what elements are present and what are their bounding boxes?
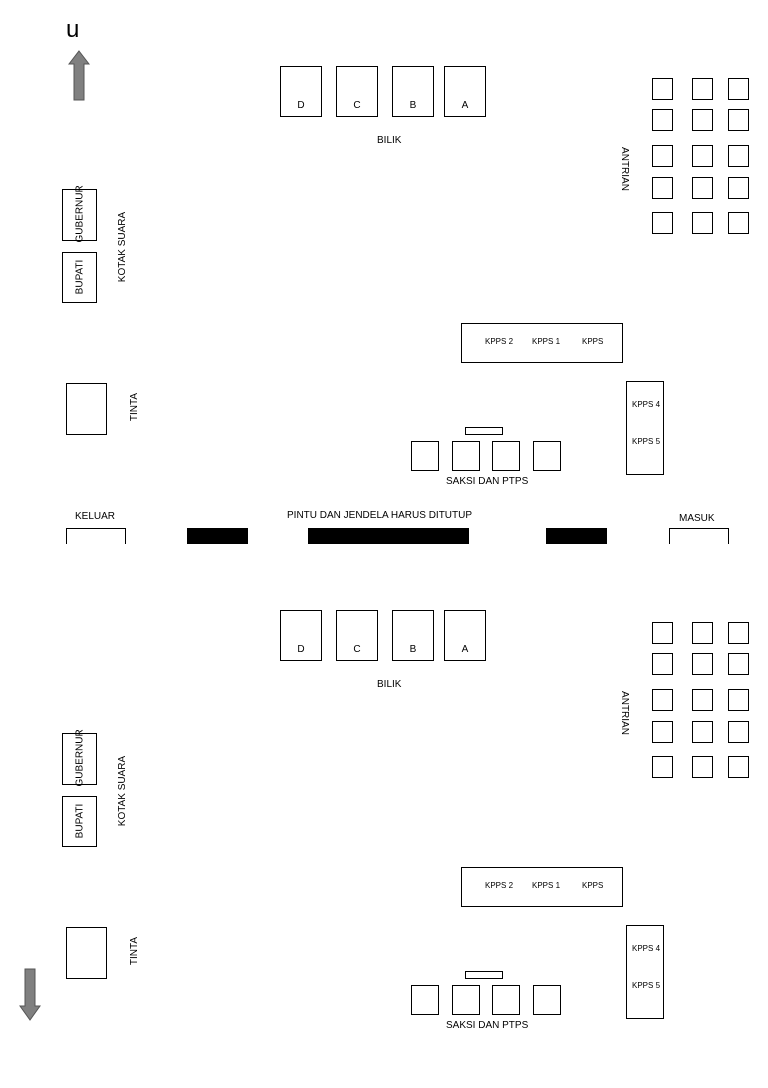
exit-door (66, 528, 126, 544)
queue-seat (728, 177, 749, 199)
witness-label: SAKSI DAN PTPS (446, 1020, 529, 1031)
witness-seat (533, 441, 561, 471)
queue-seat (652, 653, 673, 675)
kpps-table: KPPS 2 KPPS 1 KPPS (461, 867, 623, 907)
queue-seat (652, 212, 673, 234)
ink-table (66, 927, 107, 979)
witness-seat (452, 985, 480, 1015)
queue-label: ANTRIAN (619, 147, 630, 191)
queue-seat (728, 756, 749, 778)
witness-table (465, 971, 503, 979)
queue-seat (728, 689, 749, 711)
queue-seat (652, 689, 673, 711)
queue-seat (692, 109, 713, 131)
witness-seat (411, 441, 439, 471)
kpps-table: KPPS 2 KPPS 1 KPPS (461, 323, 623, 363)
ballot-box-bupati: BUPATI (62, 252, 97, 303)
notice-label: PINTU DAN JENDELA HARUS DITUTUP (287, 510, 473, 521)
queue-seat (692, 689, 713, 711)
queue-seat (692, 212, 713, 234)
booth-d: D (280, 610, 322, 661)
ballot-box-bupati: BUPATI (62, 796, 97, 847)
layout-primary: D C B A BILIK ANTRIAN GUBERNUR BUPATI KO… (62, 66, 749, 544)
booth-c: C (336, 66, 378, 117)
kpps-side-table: KPPS 4 KPPS 5 (626, 925, 664, 1019)
queue-seat (692, 78, 713, 100)
queue-seat (728, 622, 749, 644)
ballot-box-label: KOTAK SUARA (117, 755, 128, 827)
witness-seat (492, 441, 520, 471)
booth-a: A (444, 66, 486, 117)
queue-seat (692, 721, 713, 743)
queue-seat (728, 109, 749, 131)
queue-seat (728, 145, 749, 167)
queue-seat (728, 653, 749, 675)
queue-seat (652, 78, 673, 100)
queue-seat (652, 145, 673, 167)
booth-caption: BILIK (377, 679, 402, 690)
queue-seat (728, 78, 749, 100)
queue-seat (652, 109, 673, 131)
down-arrow-icon (19, 968, 41, 1021)
booth-caption: BILIK (377, 135, 402, 146)
queue-seat (692, 756, 713, 778)
entry-door (669, 528, 729, 544)
queue-seat (692, 622, 713, 644)
ballot-box-label: KOTAK SUARA (117, 211, 128, 283)
queue-seat (692, 145, 713, 167)
entry-label: MASUK (679, 513, 715, 524)
witness-seat (533, 985, 561, 1015)
layout-secondary: D C B A BILIK ANTRIAN GUBERNUR BUPATI KO… (0, 544, 768, 1088)
queue-seat (652, 622, 673, 644)
queue-seat (652, 177, 673, 199)
witness-seat (492, 985, 520, 1015)
witness-seat (452, 441, 480, 471)
queue-seat (692, 653, 713, 675)
north-label: u (66, 16, 80, 43)
queue-seat (652, 756, 673, 778)
ballot-box-gubernur: GUBERNUR (62, 729, 97, 787)
ink-table (66, 383, 107, 435)
booth-d: D (280, 66, 322, 117)
booth-a: A (444, 610, 486, 661)
kpps-side-table: KPPS 4 KPPS 5 (626, 381, 664, 475)
queue-seat (728, 212, 749, 234)
queue-label: ANTRIAN (619, 691, 630, 735)
ink-label: TINTA (129, 392, 140, 422)
exit-label: KELUAR (75, 511, 116, 522)
ballot-box-gubernur: GUBERNUR (62, 185, 97, 243)
ink-label: TINTA (129, 936, 140, 966)
window (187, 528, 248, 544)
window (546, 528, 607, 544)
witness-table (465, 427, 503, 435)
booth-c: C (336, 610, 378, 661)
window (308, 528, 469, 544)
witness-seat (411, 985, 439, 1015)
witness-label: SAKSI DAN PTPS (446, 476, 529, 487)
queue-seat (692, 177, 713, 199)
booth-b: B (392, 66, 434, 117)
booth-b: B (392, 610, 434, 661)
north-arrow-icon (68, 50, 90, 101)
queue-seat (652, 721, 673, 743)
queue-seat (728, 721, 749, 743)
